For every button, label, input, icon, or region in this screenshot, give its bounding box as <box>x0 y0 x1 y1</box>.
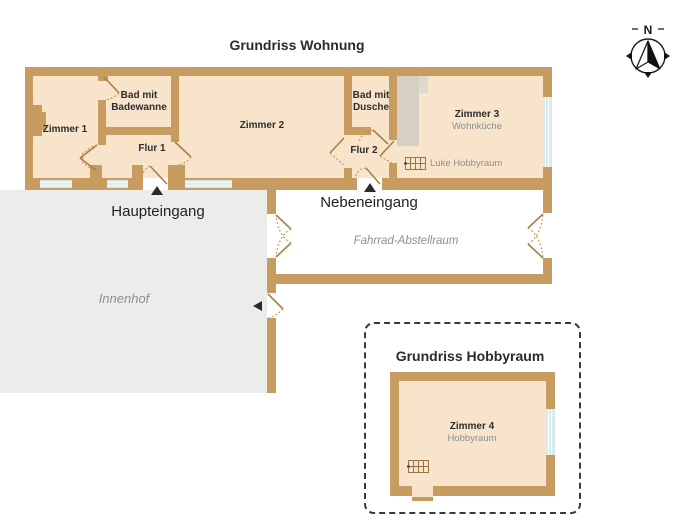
wall-segment <box>389 163 397 178</box>
wall-segment <box>25 67 33 190</box>
wall-segment <box>543 67 552 284</box>
hatch-icon <box>407 460 429 473</box>
door-step <box>412 497 433 501</box>
room-label-zimmer1: Zimmer 1 <box>42 124 88 135</box>
courtyard-entrance-arrow-icon <box>253 301 262 311</box>
compass-icon: N <box>626 23 670 78</box>
room-label-line: Zimmer 4 <box>449 421 495 432</box>
hobby-plan-title: Grundriss Hobbyraum <box>395 348 545 364</box>
hatch-label: Luke Hobbyraum <box>430 158 503 169</box>
wall-segment <box>132 165 143 178</box>
wall-segment <box>98 76 108 81</box>
room-label-line: Bad mit <box>352 90 390 101</box>
room-label-zimmer2: Zimmer 2 <box>239 120 285 131</box>
wall-segment <box>390 486 555 496</box>
wall-segment <box>389 76 397 140</box>
window <box>185 180 232 188</box>
window <box>107 180 128 188</box>
room-label-zimmer4: Zimmer 4 Hobbyraum <box>412 421 532 444</box>
room-label-subline: Hobbyraum <box>447 433 497 444</box>
wall-segment <box>344 168 352 178</box>
room-label-zimmer3: Zimmer 3 Wohnküche <box>427 109 527 132</box>
wall-segment <box>171 76 179 142</box>
wall-segment <box>98 100 106 145</box>
door-opening <box>543 213 552 258</box>
room-label-bad-badewanne: Bad mit Badewanne <box>104 90 174 114</box>
room-label-bad-dusche: Bad mit Dusche <box>336 90 406 114</box>
wall-segment <box>267 274 552 284</box>
door-opening <box>412 486 433 497</box>
window <box>546 409 555 455</box>
door-opening <box>267 293 276 318</box>
wall-segment <box>168 165 185 178</box>
room-label-line: Dusche <box>352 102 390 113</box>
wall-segment <box>344 76 352 135</box>
room-label-flur2: Flur 2 <box>350 145 378 156</box>
bike-room-label: Fahrrad-Abstellraum <box>353 235 459 247</box>
side-entrance-arrow-icon <box>364 183 376 192</box>
hobby-plan-frame <box>364 322 581 514</box>
wall-segment <box>267 318 276 393</box>
wall-segment <box>390 372 555 381</box>
chimney-block <box>33 112 46 130</box>
plan-title: Grundriss Wohnung <box>229 37 365 53</box>
room-label-line: Bad mit <box>120 90 158 101</box>
window <box>543 97 552 167</box>
wall-segment <box>98 127 179 135</box>
wall-segment <box>390 372 399 496</box>
room-label-subline: Wohnküche <box>452 121 502 132</box>
chimney-block <box>419 76 428 93</box>
wall-segment <box>25 67 552 76</box>
main-entrance-label: Haupteingang <box>111 203 205 220</box>
wall-segment <box>90 165 102 178</box>
courtyard-area <box>0 190 267 393</box>
room-label-flur1: Flur 1 <box>138 143 166 154</box>
window <box>40 180 72 188</box>
compass-north-label: N <box>644 23 653 37</box>
room-label-line: Badewanne <box>111 102 167 113</box>
wall-segment <box>267 190 276 214</box>
door-opening <box>267 214 276 258</box>
wall-segment <box>344 127 371 135</box>
courtyard-label: Innenhof <box>98 291 150 306</box>
room-label-line: Zimmer 3 <box>454 109 500 120</box>
wall-segment <box>25 178 552 190</box>
side-entrance-label: Nebeneingang <box>320 194 418 211</box>
chimney-block <box>397 76 419 146</box>
main-entrance-arrow-icon <box>151 186 163 195</box>
hatch-icon <box>404 157 426 170</box>
